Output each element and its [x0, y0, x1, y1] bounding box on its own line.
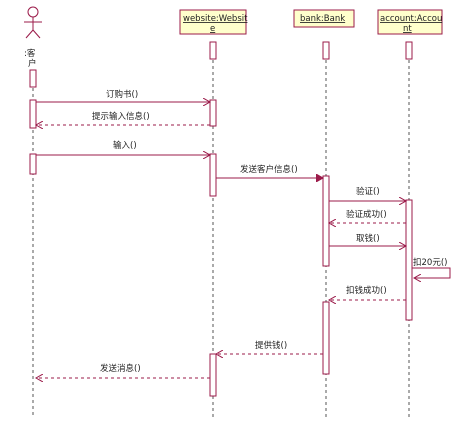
message-label: 扣钱成功() [346, 285, 387, 296]
message-provide-money[interactable]: 提供钱() [216, 340, 323, 354]
activation-website-3 [209, 353, 217, 397]
message-label: 扣20元() [413, 257, 447, 268]
activation-bank-2 [322, 301, 330, 375]
message-label: 输入() [113, 140, 137, 151]
activation-customer-1 [29, 99, 37, 129]
activation-bank-1 [322, 175, 330, 267]
object-bank-label: bank:Bank [300, 14, 345, 24]
message-label: 取钱() [356, 233, 380, 244]
message-verify[interactable]: 验证() [329, 186, 406, 201]
object-website-label-2: e [210, 24, 215, 34]
message-label: 验证成功() [346, 209, 387, 220]
message-label: 发送消息() [100, 363, 141, 374]
actor-label-2: 户 [28, 58, 37, 69]
message-label: 验证() [356, 186, 380, 197]
actor-stick-figure-icon [24, 6, 42, 39]
object-account-label: account:Accou [380, 14, 442, 24]
activation-account-1 [405, 199, 413, 321]
actor-label: :客 [24, 48, 36, 59]
actor-customer[interactable]: :客 户 [24, 6, 42, 69]
message-withdraw[interactable]: 取钱() [329, 233, 406, 246]
object-website[interactable]: website:Websit e [179, 9, 248, 35]
lifeline-head-boxes [29, 41, 413, 88]
message-label: 提供钱() [255, 340, 287, 351]
object-account[interactable]: account:Accou nt [377, 9, 443, 35]
message-input[interactable]: 输入() [36, 140, 210, 155]
message-deduct-20[interactable]: 扣20元() [412, 257, 451, 278]
activation-website-2 [209, 153, 217, 197]
message-deduct-success[interactable]: 扣钱成功() [329, 285, 406, 300]
activation-bars [29, 99, 413, 397]
message-label: 提示输入信息() [92, 111, 150, 122]
message-label: 发送客户信息() [240, 164, 298, 175]
message-send-message[interactable]: 发送消息() [36, 363, 210, 378]
object-website-label: website:Websit [183, 14, 248, 24]
lifelines [32, 60, 410, 418]
message-order-book[interactable]: 订购书() [36, 89, 210, 102]
message-prompt-input[interactable]: 提示输入信息() [36, 111, 210, 125]
message-label: 订购书() [106, 89, 138, 100]
object-account-label-2: nt [403, 24, 412, 34]
activation-website-1 [209, 99, 217, 127]
object-bank[interactable]: bank:Bank [293, 9, 355, 28]
message-send-customer-info[interactable]: 发送客户信息() [216, 164, 323, 178]
activation-customer-2 [29, 153, 37, 175]
message-verify-success[interactable]: 验证成功() [329, 209, 406, 223]
